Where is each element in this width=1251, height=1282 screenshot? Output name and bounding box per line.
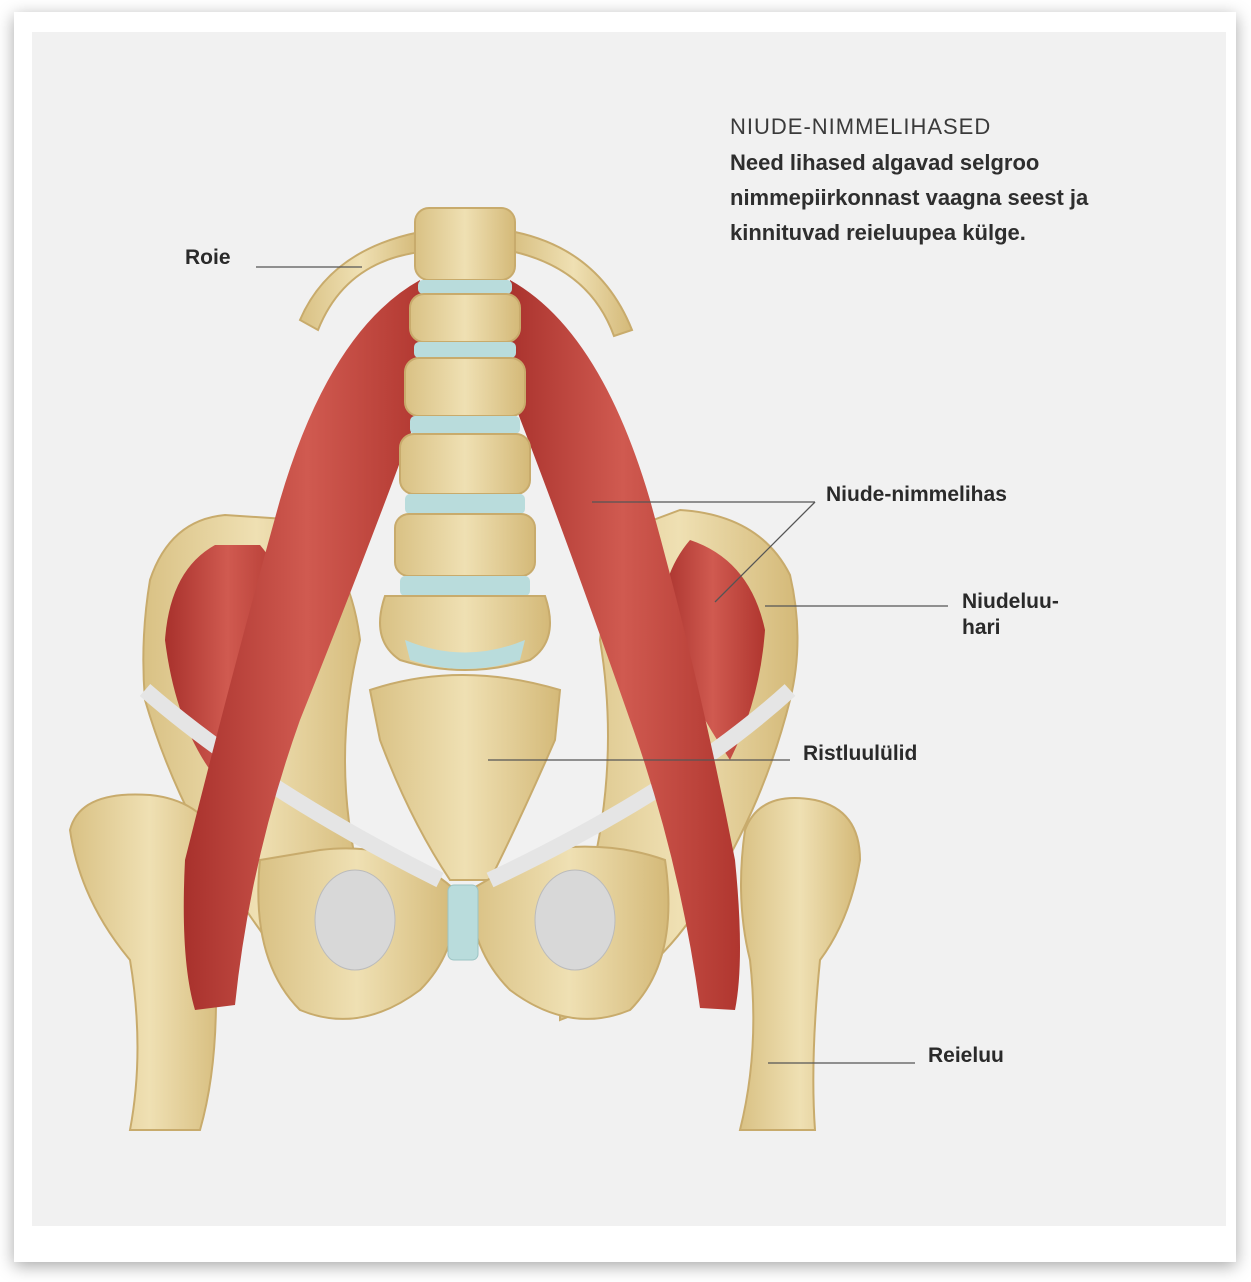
- obturator-left: [315, 870, 395, 970]
- description-text: Need lihased algavad selgroo nimmepiirko…: [730, 145, 1130, 250]
- vertebra-5: [395, 514, 535, 576]
- disc-2: [414, 342, 516, 358]
- vertebra-3: [405, 358, 525, 416]
- disc-4: [405, 494, 525, 514]
- page-title: NIUDE-NIMMELIHASED: [730, 114, 991, 140]
- disc-5: [400, 576, 530, 596]
- label-rib: Roie: [185, 245, 231, 271]
- pubic-symphysis: [448, 885, 478, 960]
- label-sacral-vertebrae: Ristluulülid: [803, 741, 917, 767]
- obturator-right: [535, 870, 615, 970]
- disc-3: [410, 416, 520, 434]
- vertebra-4: [400, 434, 530, 494]
- sacrum-bone: [370, 675, 560, 880]
- label-iliac-crest: Niudeluu- hari: [962, 589, 1059, 641]
- disc-1: [418, 280, 512, 294]
- label-iliopsoas: Niude-nimmelihas: [826, 482, 1007, 508]
- label-femur: Reieluu: [928, 1043, 1004, 1069]
- vertebra-1: [415, 208, 515, 280]
- vertebra-2: [410, 294, 520, 342]
- femur-right: [740, 798, 860, 1130]
